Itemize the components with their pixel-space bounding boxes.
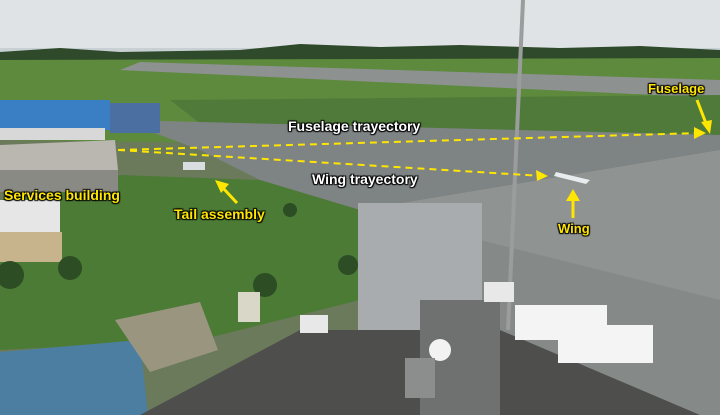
- runway: [120, 62, 720, 98]
- tree-line: [0, 44, 720, 62]
- fuselage-label: Fuselage: [648, 81, 705, 96]
- wing-debris: [554, 172, 590, 184]
- white-building: [0, 200, 60, 235]
- building-blue-roof: [0, 100, 110, 130]
- services-building: [0, 140, 118, 178]
- wing-label: Wing: [558, 221, 590, 236]
- services-building-label: Services building: [4, 187, 120, 203]
- wing-trajectory-line: [117, 149, 544, 177]
- roof-bottom-left: [0, 340, 148, 415]
- sky: [0, 0, 720, 55]
- fuselage-trajectory-label: Fuselage trayectory: [288, 118, 421, 134]
- wing-trajectory-arrowhead: [536, 170, 548, 181]
- fuselage-trajectory-arrowhead: [694, 127, 706, 139]
- bus-2: [558, 325, 653, 363]
- fuselage-trajectory-line: [117, 132, 701, 151]
- wing-trajectory-label: Wing trayectory: [312, 171, 418, 187]
- antenna-pole: [506, 0, 525, 331]
- grass-lower: [0, 175, 360, 350]
- tail-assembly-label: Tail assembly: [174, 206, 265, 222]
- tail-debris: [183, 162, 205, 170]
